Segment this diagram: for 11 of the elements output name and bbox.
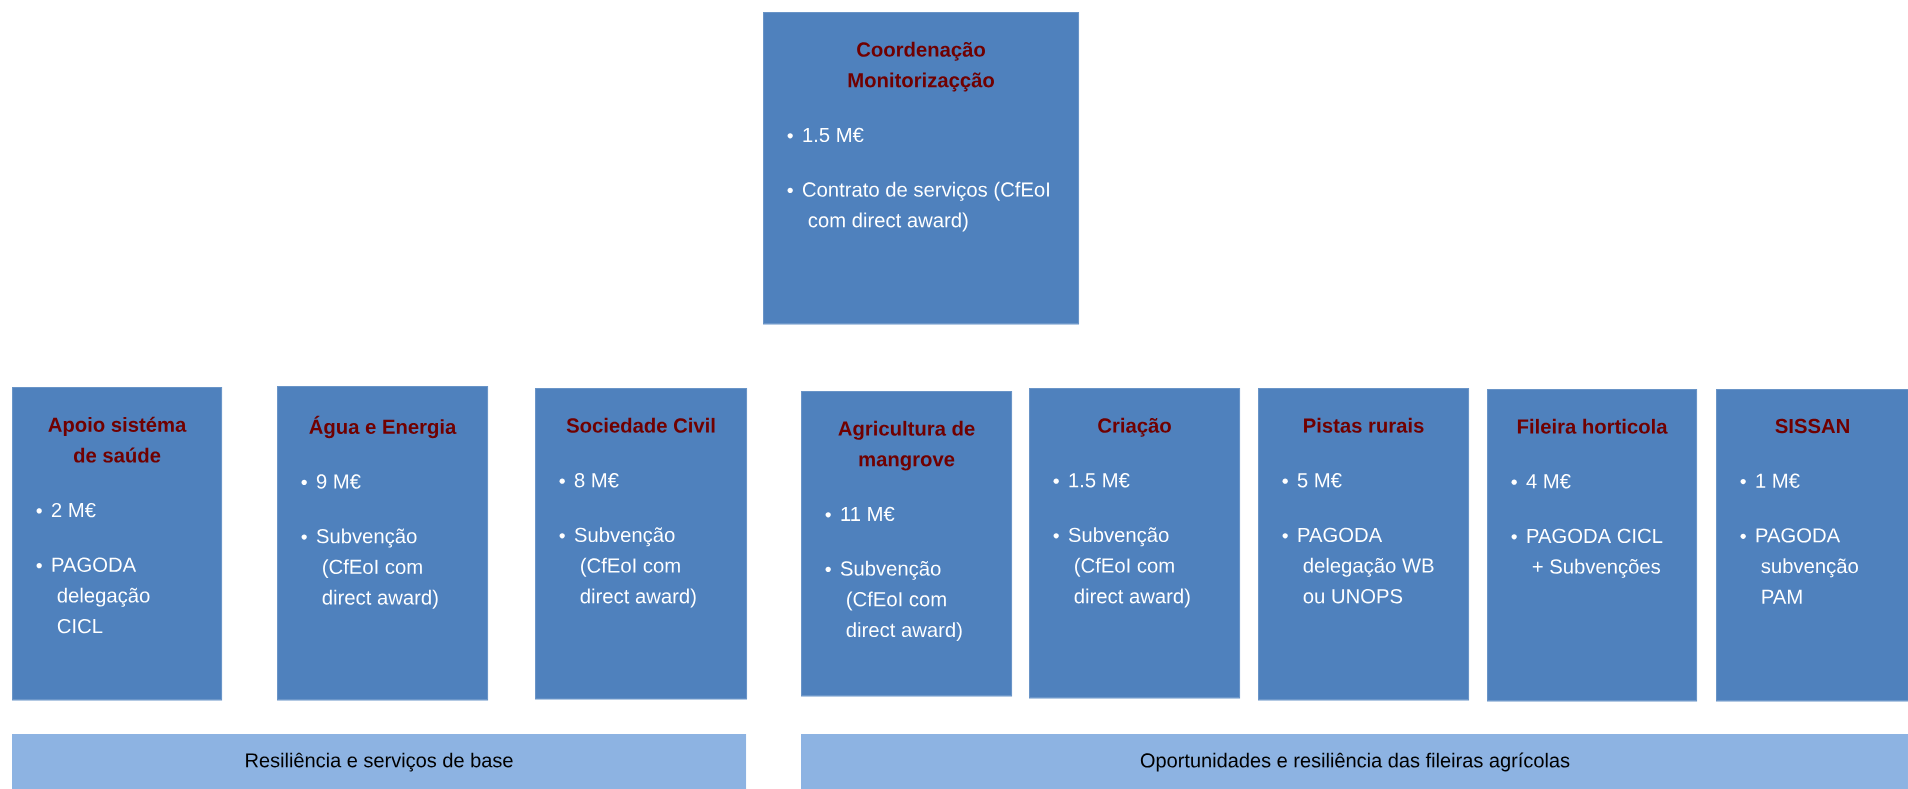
process-box: Coordenação Monitorizaçção 1.5 M€ Contrato de serviços (CfEoI com direct award) <box>763 12 1080 325</box>
process-box: Criação 1.5 M€ Subvenção (CfEoI com direct award) <box>1029 388 1241 699</box>
process-box: Sociedade Civil 8 M€ Subvenção (CfEoI com direct award) <box>535 388 748 700</box>
process-box: Apoio sistéma de saúde 2 M€ PAGODA delegação CICL <box>12 387 223 701</box>
process-box: Pistas rurais 5 M€ PAGODA delegação WB ou UNOPS <box>1258 388 1470 701</box>
process-box: SISSAN 1 M€ PAGODA subvenção PAM <box>1716 389 1908 702</box>
process-box: Agricultura de mangrove 11 M€ Subvenção (CfEoI com direct award) <box>801 391 1013 697</box>
category-band: Resiliência e serviços de base <box>12 734 747 789</box>
category-band: Oportunidades e resiliência das fileiras agrícolas <box>801 734 1908 789</box>
process-box: Fileira horticola 4 M€ PAGODA CICL + Subvenções <box>1487 389 1698 702</box>
process-box: Água e Energia 9 M€ Subvenção (CfEoI com direct award) <box>277 386 489 701</box>
